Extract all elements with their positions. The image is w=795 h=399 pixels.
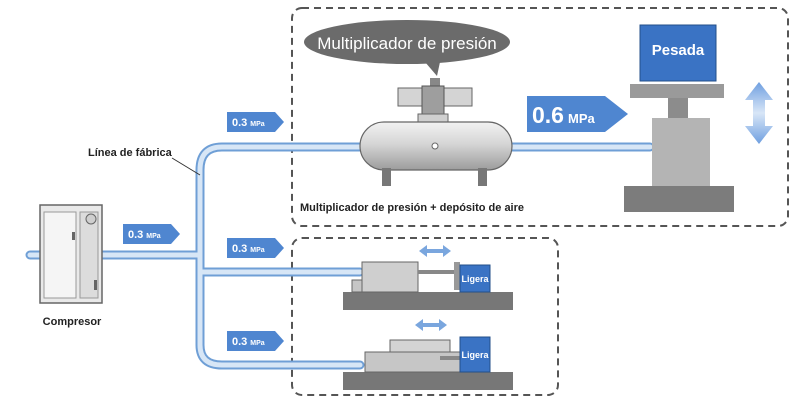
multiplier-title: Multiplicador de presión bbox=[317, 34, 497, 53]
multiplier-title-oval bbox=[304, 20, 510, 64]
pressure-booster-icon bbox=[397, 78, 473, 125]
compressor-label: Compresor bbox=[43, 316, 102, 328]
double-arrow-icon bbox=[745, 82, 773, 144]
factory-line-leader bbox=[171, 157, 201, 176]
light-load-label-1: Ligera bbox=[461, 274, 489, 284]
pipe-network bbox=[25, 142, 655, 370]
booster-group-frame bbox=[291, 7, 789, 227]
compressor-icon bbox=[39, 204, 103, 304]
factory-line-label: Línea de fábrica bbox=[88, 147, 173, 159]
light-load-label-2: Ligera bbox=[461, 350, 489, 360]
light-load-group-frame bbox=[291, 237, 559, 396]
assembly-caption: Multiplicador de presión + depósito de a… bbox=[300, 202, 524, 214]
air-tank-icon bbox=[359, 121, 513, 186]
light-load-station-1: Ligera bbox=[343, 245, 513, 310]
heavy-load-label: Pesada bbox=[652, 42, 705, 59]
light-load-station-2: Ligera bbox=[343, 319, 513, 390]
heavy-press bbox=[624, 84, 734, 212]
heavy-load-box: Pesada bbox=[639, 24, 717, 82]
